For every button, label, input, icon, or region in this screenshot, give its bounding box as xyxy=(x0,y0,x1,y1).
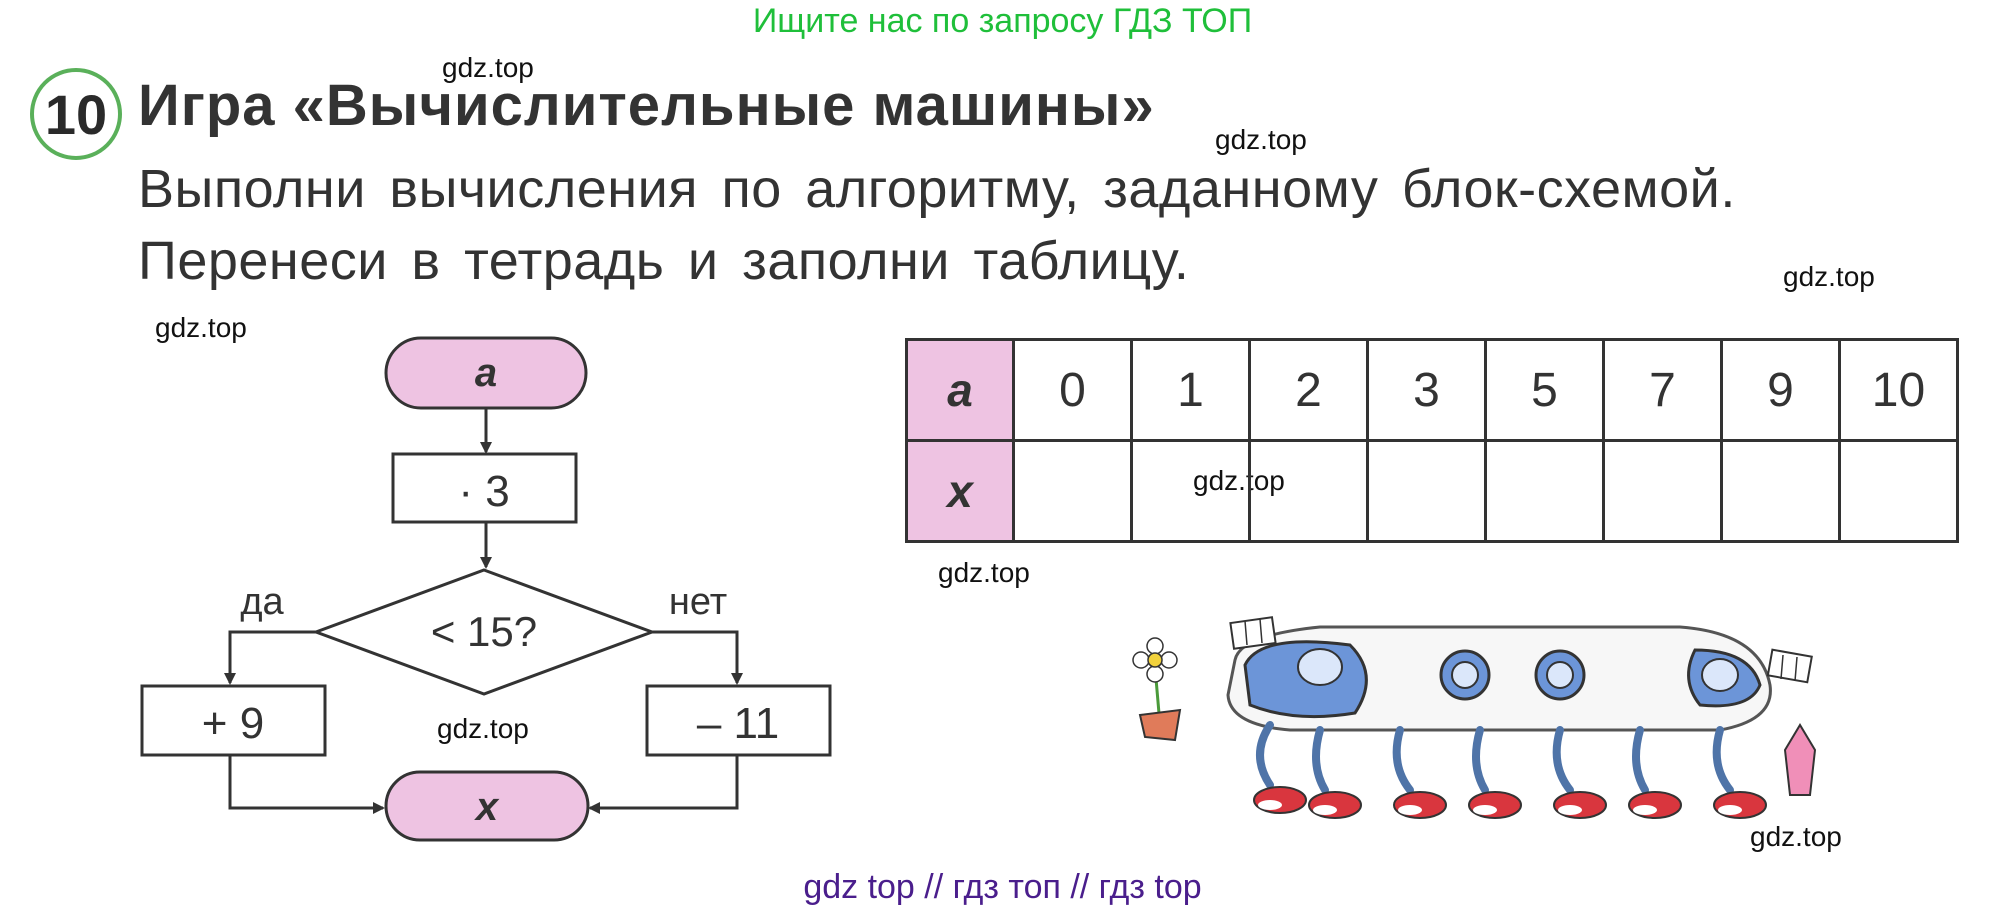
task-number-badge: 10 xyxy=(30,68,122,160)
answer-cell[interactable] xyxy=(1248,439,1369,543)
flowchart-multiply-box xyxy=(391,452,578,524)
table-cell: 9 xyxy=(1720,338,1841,442)
flowchart-subtract-label: – 11 xyxy=(697,699,779,748)
flowchart: a · 3 < 15? да + 9 нет – 11 x xyxy=(140,336,832,842)
flowchart-start-label: a xyxy=(475,351,497,395)
table-cell: 3 xyxy=(1366,338,1487,442)
arrow xyxy=(224,630,316,685)
table-row-x: x xyxy=(905,439,1959,543)
instruction-line-1: Выполни вычисления по алгоритму, заданно… xyxy=(138,159,1736,219)
answer-cell[interactable] xyxy=(1366,439,1487,543)
flowchart-no-label: нет xyxy=(669,581,727,623)
flowchart-end-label: x xyxy=(474,785,500,829)
flowchart-end-terminal xyxy=(384,770,590,842)
answer-cell[interactable] xyxy=(1130,439,1251,543)
footer-watermark: gdz top // гдз топ // гдз top xyxy=(803,868,1202,906)
flowchart-add-label: + 9 xyxy=(202,699,264,748)
arrow xyxy=(652,630,743,685)
watermark: gdz.top xyxy=(1215,124,1307,155)
table-cell: 0 xyxy=(1012,338,1133,442)
answer-cell[interactable] xyxy=(1484,439,1605,543)
watermark: gdz.top xyxy=(437,713,529,744)
flowchart-multiply-label: · 3 xyxy=(458,467,509,516)
arrow xyxy=(588,755,739,814)
table-cell: 2 xyxy=(1248,338,1369,442)
row-header-x: x xyxy=(905,439,1015,543)
table-cell: 5 xyxy=(1484,338,1605,442)
flowchart-decision-label: < 15? xyxy=(431,608,537,655)
watermark: gdz.top xyxy=(1750,821,1842,852)
answer-cell[interactable] xyxy=(1838,439,1959,543)
task-title: Игра «Вычислительные машины» xyxy=(138,73,1155,138)
calculating-machine-illustration xyxy=(1132,616,1817,819)
table-cell: 10 xyxy=(1838,338,1959,442)
watermark: gdz.top xyxy=(155,312,247,343)
arrow xyxy=(228,755,385,814)
flowchart-subtract-box xyxy=(645,684,832,757)
task-number: 10 xyxy=(44,82,108,146)
table-cell: 1 xyxy=(1130,338,1251,442)
answer-cell[interactable] xyxy=(1012,439,1133,543)
instruction-line-2: Перенеси в тетрадь и заполни таблицу. xyxy=(138,231,1190,291)
flowchart-add-box xyxy=(140,684,327,757)
table-cell: 7 xyxy=(1602,338,1723,442)
flowchart-yes-label: да xyxy=(240,581,284,623)
watermark: gdz.top xyxy=(442,52,534,83)
flowchart-decision xyxy=(311,568,657,696)
answer-cell[interactable] xyxy=(1720,439,1841,543)
row-header-a: a xyxy=(905,338,1015,442)
answer-cell[interactable] xyxy=(1602,439,1723,543)
watermark: gdz.top xyxy=(938,557,1030,588)
answer-table: a 0 1 2 3 5 7 9 10 x xyxy=(905,338,1959,543)
table-row-a: a 0 1 2 3 5 7 9 10 xyxy=(905,338,1959,442)
top-banner: Ищите нас по запросу ГДЗ ТОП xyxy=(752,2,1253,40)
watermark: gdz.top xyxy=(1783,261,1875,292)
